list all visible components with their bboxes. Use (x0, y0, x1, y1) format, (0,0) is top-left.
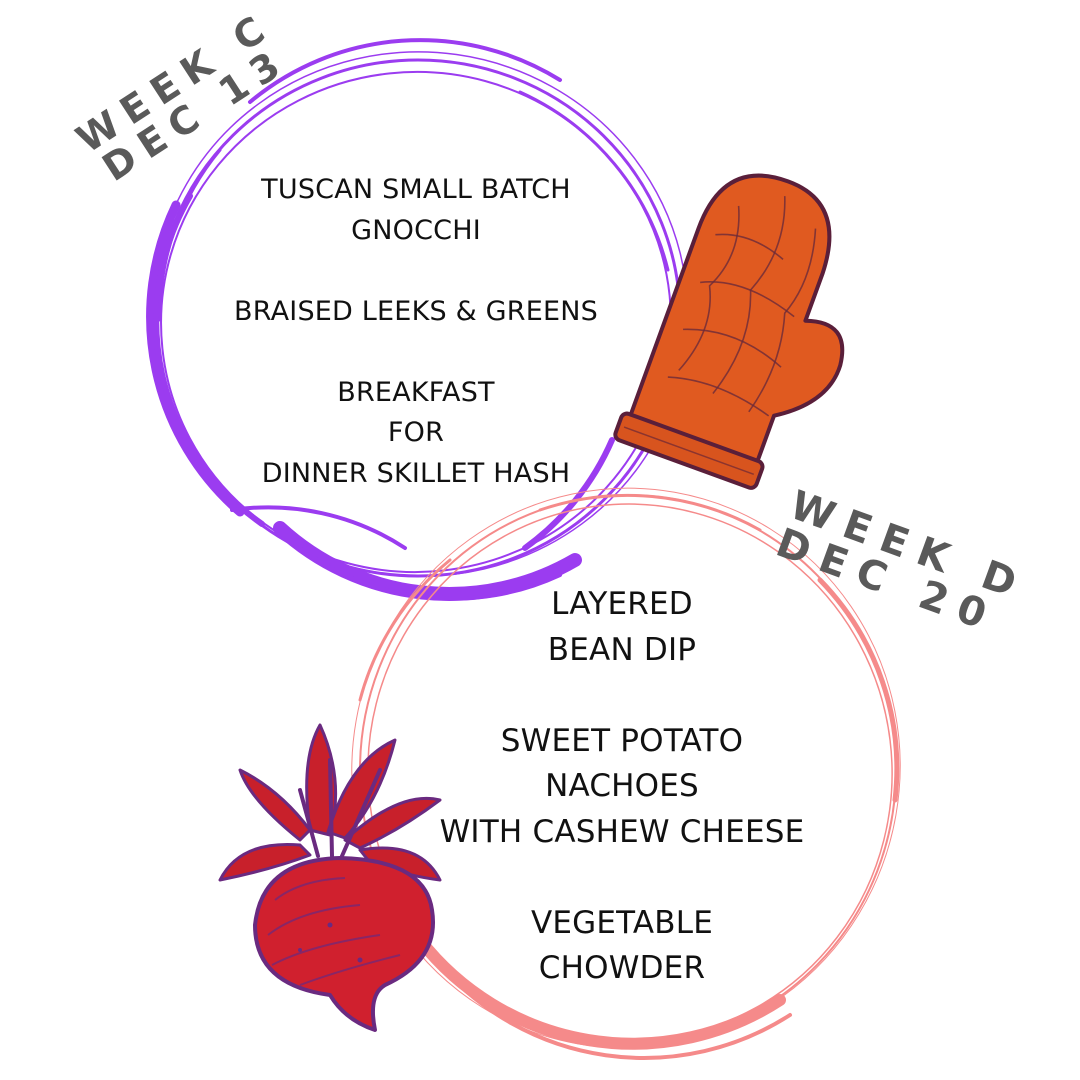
menu-item: BREAKFAST FOR DINNER SKILLET HASH (261, 376, 571, 489)
menu-item: TUSCAN SMALL BATCH GNOCCHI (261, 174, 571, 246)
menu-item: BRAISED LEEKS & GREENS (234, 295, 598, 327)
oven-mitt-icon (613, 173, 845, 490)
menu-item: SWEET POTATO NACHOES WITH CASHEW CHEESE (439, 722, 805, 850)
menu-item: LAYERED BEAN DIP (547, 586, 697, 668)
beet-icon (218, 723, 442, 1032)
menu-item: VEGETABLE CHOWDER (530, 904, 714, 987)
week-c-menu: TUSCAN SMALL BATCH GNOCCHI BRAISED LEEKS… (210, 170, 622, 494)
week-d-menu: LAYERED BEAN DIP SWEET POTATO NACHOES WI… (422, 582, 822, 992)
week-c-circle (146, 38, 689, 601)
